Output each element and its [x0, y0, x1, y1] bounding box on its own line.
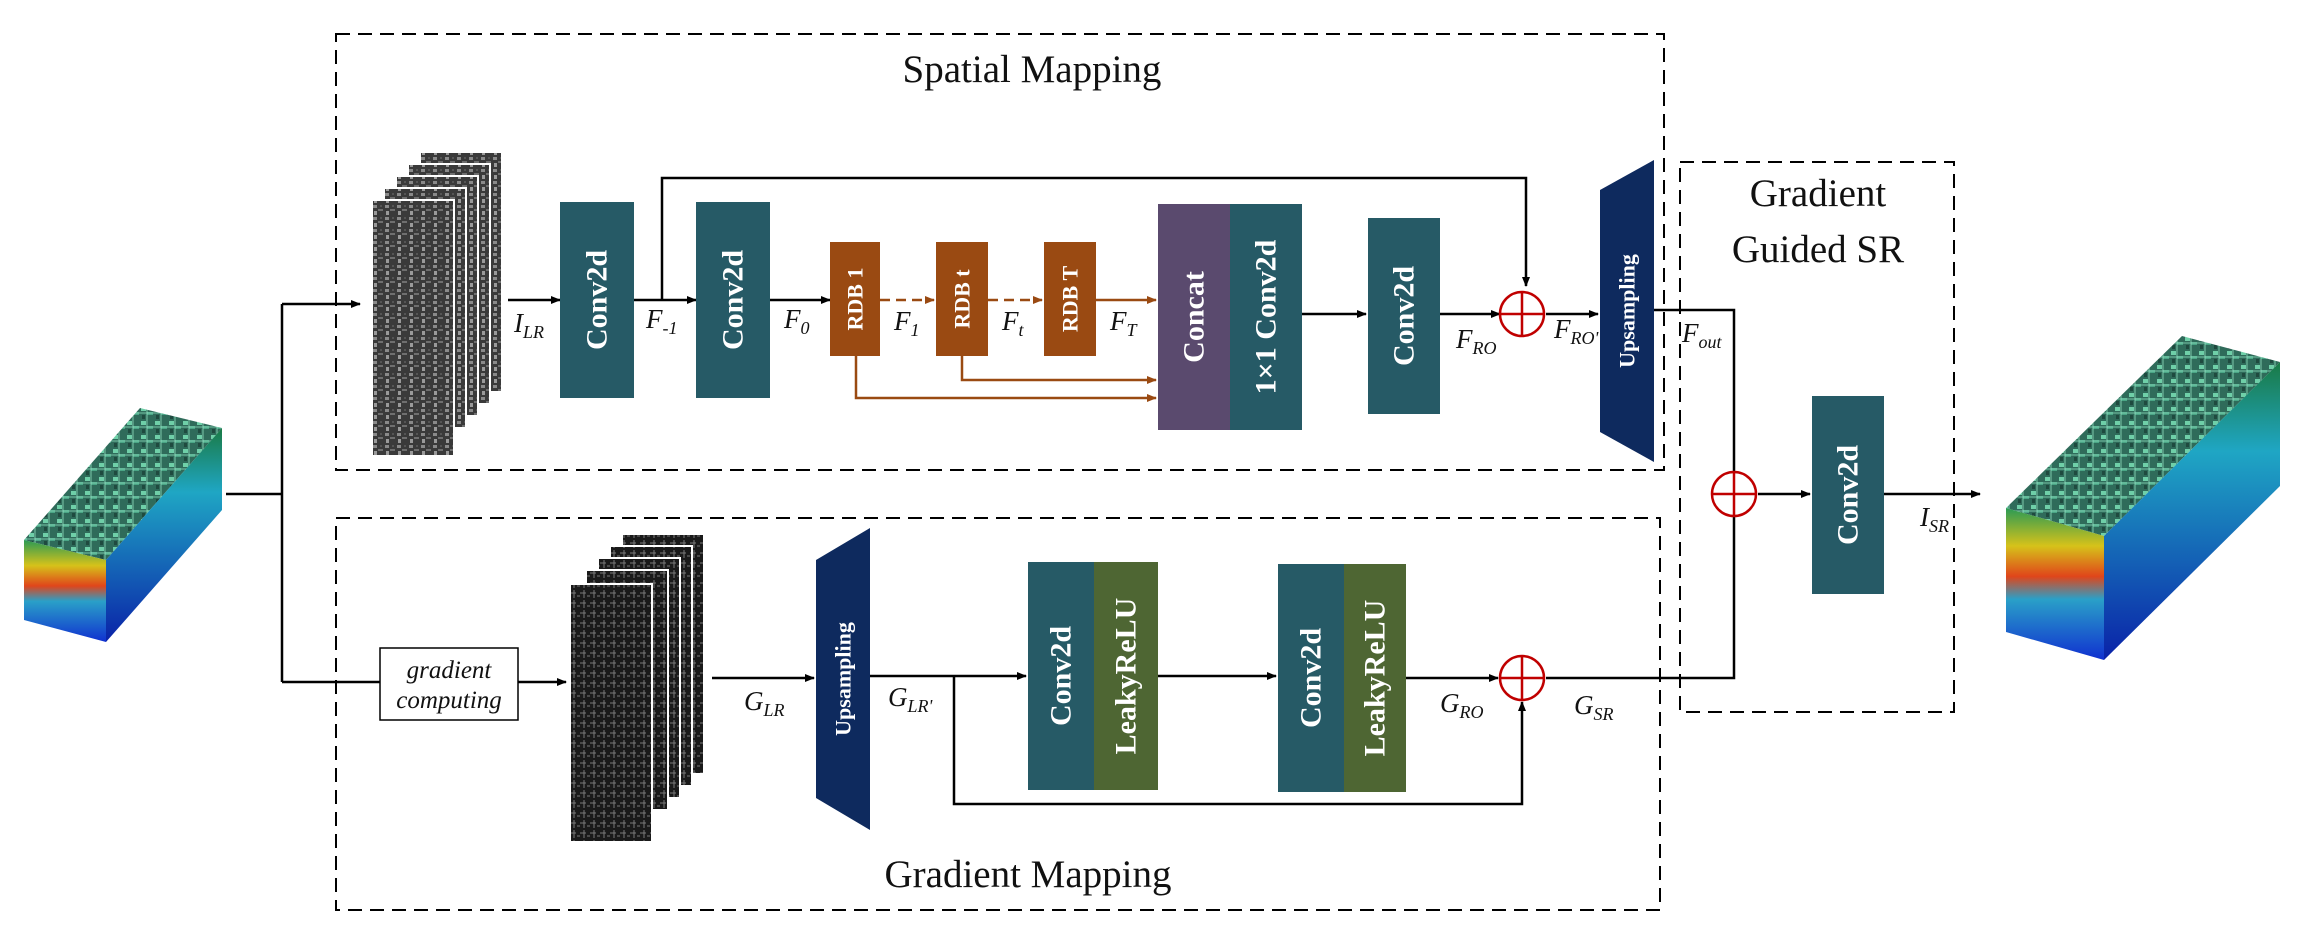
- label-I_SR-base: I: [1919, 502, 1931, 532]
- label-F_-1-base: F: [645, 304, 663, 334]
- gradient-guided-sr-title-line1: Gradient: [1750, 172, 1887, 215]
- gradient-image-stack: [569, 533, 705, 843]
- label-F_RO-prime-base: F: [1553, 314, 1571, 344]
- leakyrelu-block-2: [1344, 564, 1406, 792]
- gradient-mapping-title: Gradient Mapping: [884, 853, 1171, 896]
- gradient-sum-node: [1498, 654, 1546, 702]
- conv2d-block-3: [1368, 218, 1440, 414]
- label-G_SR-base: G: [1574, 690, 1594, 720]
- label-F_RO-prime-sub: RO': [1570, 328, 1600, 348]
- lr-image-stack: [371, 151, 503, 457]
- gradient-computing-label-line1: gradient: [407, 657, 493, 684]
- spatial-upsampling-block: [1600, 160, 1654, 462]
- label-G_RO-base: G: [1440, 688, 1460, 718]
- label-F_-1: F-1: [645, 304, 678, 338]
- label-F_out-base: F: [1681, 318, 1699, 348]
- gradient-guided-sr-title-line2: Guided SR: [1732, 228, 1904, 271]
- label-F_RO: FRO: [1455, 324, 1497, 358]
- leakyrelu-block-1: [1094, 562, 1158, 790]
- rdb1-to-concat-line: [854, 356, 1157, 402]
- rdb-1-block: [830, 242, 880, 356]
- gradient-upsampling-block: [816, 528, 870, 830]
- label-G_SR-sub: SR: [1594, 704, 1614, 724]
- conv2d-block-2-label: Conv2d: [717, 250, 750, 350]
- label-F_0: F0: [783, 304, 810, 338]
- label-G_LR: GLR: [744, 686, 785, 720]
- label-F_1: F1: [893, 306, 920, 340]
- conv2d-block-5: [1278, 564, 1344, 792]
- label-I_LR-base: I: [513, 308, 525, 338]
- gradient-upsampling-label: Upsampling: [831, 622, 856, 736]
- conv2d-block-sr: [1812, 396, 1884, 594]
- rdb-T-label: RDB T: [1058, 266, 1083, 333]
- conv2d-block-5-label: Conv2d: [1295, 628, 1328, 728]
- rdb-t-label: RDB t: [950, 269, 975, 329]
- label-F_RO-base: F: [1455, 324, 1473, 354]
- gradient-mapping-region: [335, 517, 1661, 911]
- label-G_LR-sub: LR: [763, 700, 785, 720]
- rdb-1-label: RDB 1: [843, 268, 868, 331]
- rdbt-to-concat-line: [960, 356, 1157, 384]
- label-F_out-sub: out: [1699, 332, 1723, 352]
- label-F_1-base: F: [893, 306, 911, 336]
- label-F_T: FT: [1109, 306, 1139, 340]
- label-F_t: Ft: [1001, 306, 1025, 340]
- label-G_LR-prime: GLR': [888, 682, 934, 716]
- rdb-t-block: [936, 242, 988, 356]
- gradient-computing-box: [379, 647, 519, 721]
- label-F_T-base: F: [1109, 306, 1127, 336]
- label-F_0-sub: 0: [801, 318, 810, 338]
- label-G_LR-prime-base: G: [888, 682, 908, 712]
- conv2d-block-1: [560, 202, 634, 398]
- concat-block: [1158, 204, 1230, 430]
- grad-skip-line: [952, 676, 1526, 806]
- label-F_out: Fout: [1681, 318, 1723, 352]
- conv2d-block-1-label: Conv2d: [581, 250, 614, 350]
- label-F_T-sub: T: [1127, 320, 1139, 340]
- label-G_RO-sub: RO: [1459, 702, 1484, 722]
- label-I_LR: ILR: [513, 308, 544, 342]
- rdb-T-block: [1044, 242, 1096, 356]
- conv2d-block-2: [696, 202, 770, 398]
- input-hsi-cube: [24, 408, 222, 642]
- leakyrelu-block-1-label: LeakyReLU: [1110, 598, 1143, 755]
- label-F_t-sub: t: [1019, 320, 1025, 340]
- conv1x1-block: [1230, 204, 1302, 430]
- label-F_1-sub: 1: [911, 320, 920, 340]
- label-I_SR: ISR: [1919, 502, 1949, 536]
- concat-label: Concat: [1178, 271, 1211, 363]
- label-G_LR-base: G: [744, 686, 764, 716]
- label-G_RO: GRO: [1440, 688, 1484, 722]
- label-F_t-base: F: [1001, 306, 1019, 336]
- spatial-upsampling-label: Upsampling: [1615, 254, 1640, 368]
- label-F_0-base: F: [783, 304, 801, 334]
- conv2d-block-3-label: Conv2d: [1388, 266, 1421, 366]
- spatial-mapping-title: Spatial Mapping: [903, 48, 1162, 91]
- label-F_RO-sub: RO: [1472, 338, 1497, 358]
- label-G_SR: GSR: [1574, 690, 1614, 724]
- label-F_RO-prime: FRO': [1553, 314, 1599, 348]
- label-I_LR-sub: LR: [522, 322, 544, 342]
- conv2d-block-sr-label: Conv2d: [1832, 445, 1865, 545]
- label-I_SR-sub: SR: [1929, 516, 1949, 536]
- gradient-guided-sr-region: [1679, 161, 1955, 713]
- spatial-mapping-region: [335, 33, 1665, 471]
- upsampling-to-sr-sum-arrow: [1654, 308, 1738, 481]
- conv2d-block-4: [1028, 562, 1094, 790]
- leakyrelu-block-2-label: LeakyReLU: [1359, 600, 1392, 757]
- spatial-sum-node: [1498, 290, 1546, 338]
- global-skip-line: [660, 176, 1530, 300]
- label-F_-1-sub: -1: [663, 318, 678, 338]
- gradient-computing-label-line2: computing: [396, 687, 502, 714]
- grad-sum-to-sr-sum-arrow: [1546, 507, 1738, 680]
- label-G_LR-prime-sub: LR': [907, 696, 934, 716]
- sr-sum-node: [1710, 470, 1758, 518]
- output-hsi-cube: [2006, 336, 2280, 660]
- conv1x1-label: 1×1 Conv2d: [1250, 239, 1283, 394]
- conv2d-block-4-label: Conv2d: [1045, 626, 1078, 726]
